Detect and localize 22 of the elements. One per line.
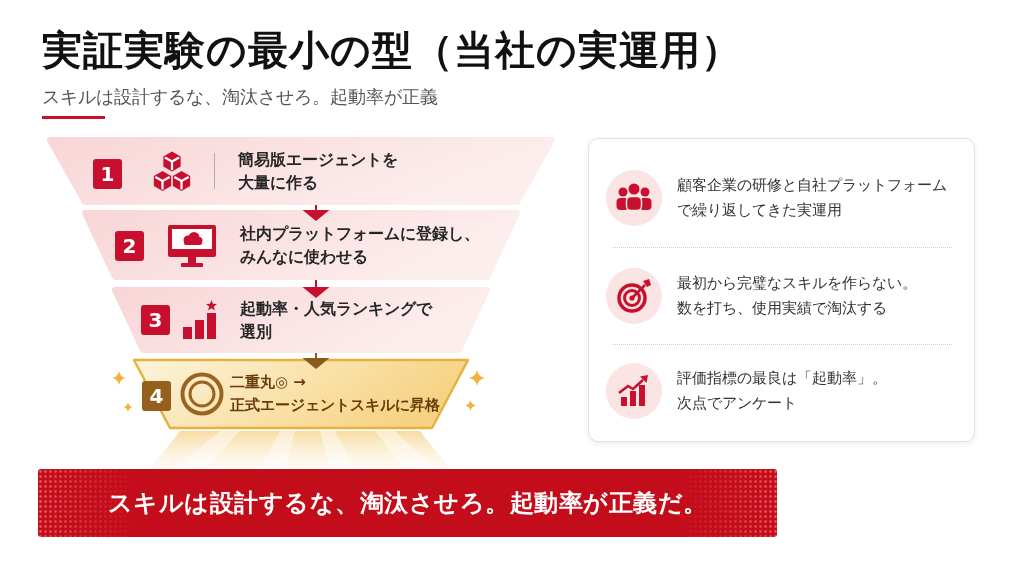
arrow (302, 279, 330, 298)
step-text: 起動率・人気ランキングで選別 (240, 298, 434, 343)
arrow (302, 204, 330, 221)
point-text: 最初から完璧なスキルを作らない。数を打ち、使用実績で淘汰する (677, 273, 918, 319)
banner (38, 469, 777, 537)
step-number: 1 (93, 159, 122, 189)
funnel-stage (47, 137, 555, 205)
funnel-stage (112, 287, 490, 353)
step-text: 簡易版エージェントを大量に作る (238, 149, 399, 194)
arrow (302, 352, 330, 369)
subtitle: スキルは設計するな、淘汰させろ。起動率が正義 (42, 85, 438, 109)
point-text: 顧客企業の研修と自社プラットフォームで繰り返してきた実運用 (677, 175, 948, 221)
slide-title: 実証実験の最小の型（当社の実運用） (42, 26, 742, 75)
point-text: 評価指標の最良は「起動率」。次点でアンケート (677, 368, 888, 414)
funnel-stage (82, 210, 520, 280)
step-number: 2 (115, 231, 144, 261)
step-number: 4 (142, 381, 171, 411)
step-text: 社内プラットフォームに登録し、みんなに使わせる (240, 223, 481, 268)
info-card (588, 138, 975, 442)
step-text: 二重丸◎ → 正式エージェントスキルに昇格 (230, 372, 441, 416)
banner-text: スキルは設計するな、淘汰させろ。起動率が正義だ。 (107, 488, 708, 519)
step-number: 3 (141, 305, 170, 335)
